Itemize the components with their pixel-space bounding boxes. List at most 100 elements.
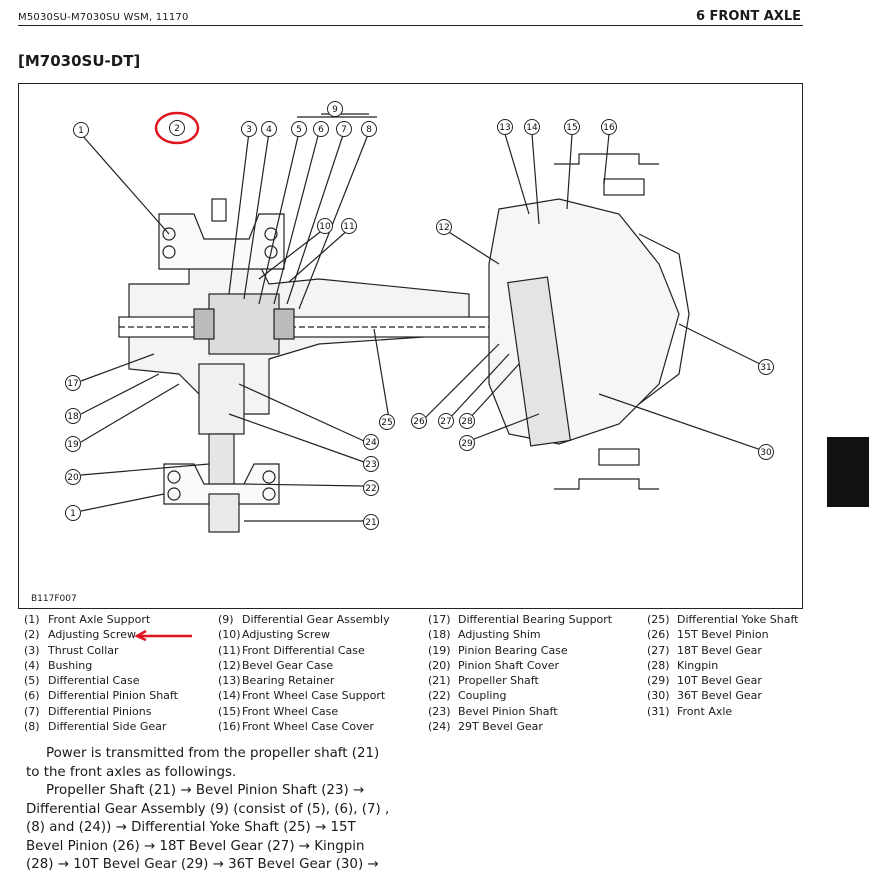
callout-label: 1 xyxy=(70,509,76,519)
callout-label: 17 xyxy=(67,379,78,389)
callout-27: 27 xyxy=(438,413,454,429)
legend-item: (20)Pinion Shaft Cover xyxy=(428,658,560,672)
legend-item-adjusting-screw: (2)Adjusting Screw xyxy=(24,627,192,642)
legend-item: (1)Front Axle Support xyxy=(24,613,151,626)
callout-6: 6 xyxy=(313,121,329,137)
callout-label: 24 xyxy=(365,438,377,448)
callout-22: 22 xyxy=(363,480,379,496)
callout-11: 11 xyxy=(341,218,357,234)
legend-item: (12)Bevel Gear Case xyxy=(218,658,334,672)
callout-1-top: 1 xyxy=(73,122,89,138)
callout-28: 28 xyxy=(459,413,475,429)
callout-23: 23 xyxy=(363,456,379,472)
legend-item: (23)Bevel Pinion Shaft xyxy=(428,704,558,718)
callout-30: 30 xyxy=(758,444,774,460)
callout-2: 2 xyxy=(169,120,185,136)
legend-column-2: (9)Differential Gear Assembly (10)Adjust… xyxy=(218,612,390,734)
callout-label: 25 xyxy=(381,418,392,428)
callout-label: 1 xyxy=(78,126,84,136)
callout-label: 28 xyxy=(461,417,473,427)
legend-item: (3)Thrust Collar xyxy=(24,643,119,657)
callout-12: 12 xyxy=(436,219,452,235)
callout-label: 4 xyxy=(266,125,272,135)
callout-3: 3 xyxy=(241,121,257,137)
legend-item: (15)Front Wheel Case xyxy=(218,704,339,718)
model-title: [M7030SU-DT] xyxy=(18,52,141,70)
callout-label: 26 xyxy=(413,417,425,427)
front-axle-cross-section: 1 2 3 4 5 6 7 8 9 10 11 12 13 14 15 16 1… xyxy=(65,101,774,533)
section-thumb-tab xyxy=(827,437,869,507)
red-arrow-annotation xyxy=(134,630,192,642)
callout-15: 15 xyxy=(564,119,580,135)
callout-label: 20 xyxy=(67,473,79,483)
legend-item: (28)Kingpin xyxy=(647,658,719,672)
callout-label: 8 xyxy=(366,125,372,135)
figure-code: B117F007 xyxy=(31,594,77,604)
callout-14: 14 xyxy=(524,119,540,135)
paragraph-line: Propeller Shaft (21) → Bevel Pinion Shaf… xyxy=(46,783,365,798)
paragraph-line: (8) and (24)) → Differential Yoke Shaft … xyxy=(26,820,356,835)
legend-item: (5)Differential Case xyxy=(24,674,140,688)
callout-label: 10 xyxy=(319,222,331,232)
callout-label: 11 xyxy=(343,222,354,232)
callout-20: 20 xyxy=(65,469,81,485)
header-doc-id: M5030SU-M7030SU WSM, 11170 xyxy=(18,12,189,23)
callout-label: 3 xyxy=(246,125,252,135)
callout-label: 27 xyxy=(440,417,451,427)
header-section-title: 6 FRONT AXLE xyxy=(695,9,801,24)
legend-column-3: (17)Differential Bearing Support (18)Adj… xyxy=(428,612,612,734)
legend-item: (13)Bearing Retainer xyxy=(218,674,335,688)
callout-label: 18 xyxy=(67,412,79,422)
legend-item: (27)18T Bevel Gear xyxy=(647,643,762,657)
legend-column-4: (25)Differential Yoke Shaft (26)15T Beve… xyxy=(647,612,798,719)
callout-10: 10 xyxy=(317,218,333,234)
callout-24: 24 xyxy=(363,434,379,450)
callout-13: 13 xyxy=(497,119,513,135)
legend-item: (11)Front Differential Case xyxy=(218,643,365,657)
callout-21: 21 xyxy=(363,514,379,530)
exploded-diagram: 1 2 3 4 5 6 7 8 9 10 11 12 13 14 15 16 1… xyxy=(18,83,803,609)
callout-9: 9 xyxy=(327,101,343,117)
legend-item: (9)Differential Gear Assembly xyxy=(218,613,390,626)
callout-label: 5 xyxy=(296,125,302,135)
callout-18: 18 xyxy=(65,408,81,424)
callout-label: 13 xyxy=(499,123,510,133)
callout-label: 6 xyxy=(318,125,324,135)
callout-label: 23 xyxy=(365,460,376,470)
callout-25: 25 xyxy=(379,414,395,430)
callout-label: 14 xyxy=(526,123,538,133)
callout-17: 17 xyxy=(65,375,81,391)
callout-label: 30 xyxy=(760,448,772,458)
callout-8: 8 xyxy=(361,121,377,137)
callout-label: 29 xyxy=(461,439,473,449)
callout-1-bottom: 1 xyxy=(65,505,81,521)
callout-label: 7 xyxy=(341,125,347,135)
callout-4: 4 xyxy=(261,121,277,137)
legend-item: (22)Coupling xyxy=(428,689,507,703)
legend-item: (8)Differential Side Gear xyxy=(24,720,167,734)
callout-label: 2 xyxy=(174,124,180,134)
highlight-circle xyxy=(154,111,200,145)
callout-label: 15 xyxy=(566,123,577,133)
legend-item: (14)Front Wheel Case Support xyxy=(218,689,386,703)
legend-item: (19)Pinion Bearing Case xyxy=(428,643,568,657)
callout-29: 29 xyxy=(459,435,475,451)
legend-item: (17)Differential Bearing Support xyxy=(428,613,613,626)
callout-label: 31 xyxy=(760,363,771,373)
legend-item: (18)Adjusting Shim xyxy=(428,628,541,642)
callout-26: 26 xyxy=(411,413,427,429)
power-transmission-description: Power is transmitted from the propeller … xyxy=(26,745,418,875)
callout-16: 16 xyxy=(601,119,617,135)
callout-label: 22 xyxy=(365,484,376,494)
header-rule xyxy=(18,25,803,26)
callout-19: 19 xyxy=(65,436,81,452)
legend-item: (7)Differential Pinions xyxy=(24,704,152,718)
callout-5: 5 xyxy=(291,121,307,137)
legend-item: (25)Differential Yoke Shaft xyxy=(647,613,799,626)
paragraph-line: to the front axles as followings. xyxy=(26,764,237,780)
paragraph-line: Differential Gear Assembly (9) (consist … xyxy=(26,801,390,817)
legend-column-1: (1)Front Axle Support (2)Adjusting Screw… xyxy=(24,612,192,734)
legend-item: (29)10T Bevel Gear xyxy=(647,674,762,688)
legend-item: (30)36T Bevel Gear xyxy=(647,689,762,703)
paragraph-line: (28) → 10T Bevel Gear (29) → 36T Bevel G… xyxy=(26,857,379,872)
